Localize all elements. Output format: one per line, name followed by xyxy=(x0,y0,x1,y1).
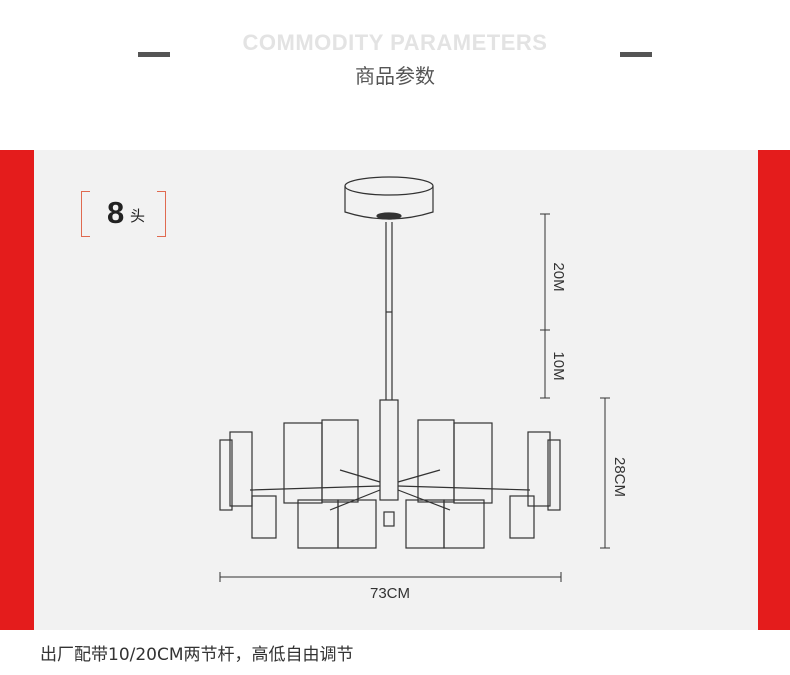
shade-front-2 xyxy=(337,499,377,549)
shade-right-2 xyxy=(547,439,561,511)
center-column xyxy=(379,399,399,501)
shade-left-2 xyxy=(219,439,233,511)
section-header: COMMODITY PARAMETERS 商品参数 xyxy=(0,0,790,150)
shade-back-1 xyxy=(283,422,323,504)
badge-right-bracket xyxy=(157,191,166,237)
shade-front-3 xyxy=(405,499,445,549)
dim-label-rod-lower: 10M xyxy=(550,351,567,381)
title-english: COMMODITY PARAMETERS xyxy=(242,30,548,55)
title-chinese: 商品参数 xyxy=(355,64,435,88)
shade-right-1 xyxy=(527,431,551,507)
right-red-bar xyxy=(758,150,790,630)
shade-back-2 xyxy=(321,419,359,503)
dim-label-rod-upper: 20M xyxy=(550,262,567,292)
shade-back-3 xyxy=(417,419,455,503)
canopy-top xyxy=(344,176,434,196)
footer-note: 出厂配带10/20CM两节杆，高低自由调节 xyxy=(40,645,354,665)
left-red-bar xyxy=(0,150,34,630)
arms xyxy=(249,469,531,511)
shade-back-4 xyxy=(453,422,493,504)
badge-left-bracket xyxy=(81,191,90,237)
product-band xyxy=(0,150,790,630)
dim-label-height: 28CM xyxy=(611,456,628,497)
head-count-badge: 8 头 xyxy=(81,191,167,237)
header-right-dash xyxy=(620,52,652,57)
badge-unit: 头 xyxy=(130,207,146,225)
header-left-dash xyxy=(138,52,170,57)
shade-left-1 xyxy=(229,431,253,507)
shade-front-6 xyxy=(509,495,535,539)
badge-number: 8 xyxy=(107,195,125,230)
dim-label-width: 73CM xyxy=(369,585,410,602)
canopy-hole xyxy=(376,212,402,220)
shade-front-4 xyxy=(443,499,485,549)
center-finial xyxy=(383,511,395,527)
shade-front-5 xyxy=(251,495,277,539)
shade-front-1 xyxy=(297,499,339,549)
